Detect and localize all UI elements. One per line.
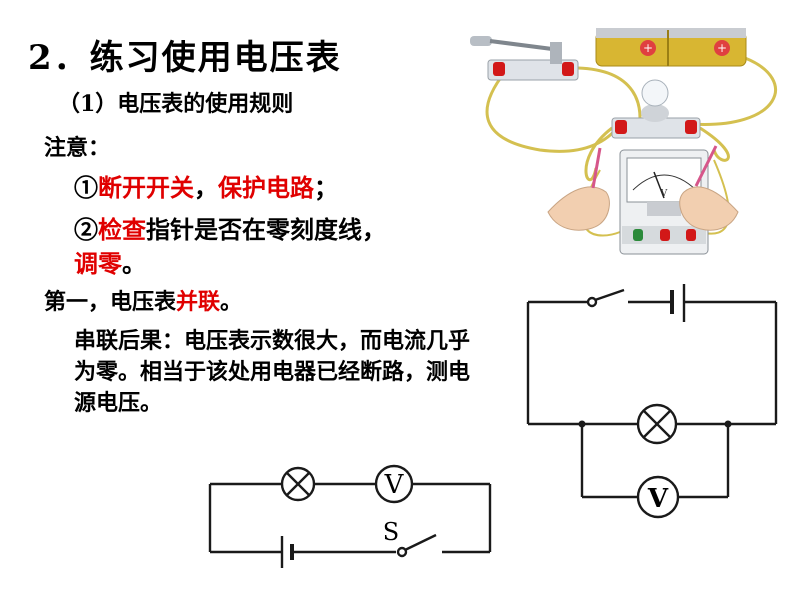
rule-1-end: ； — [314, 173, 338, 202]
first-rule-label: 第一，电压表 — [44, 289, 177, 315]
section-subtitle: （1）电压表的使用规则 — [58, 91, 294, 117]
rule-2-text: 指针是否在零刻度线， — [146, 215, 386, 244]
rule-1: ①断开开关，保护电路； — [74, 168, 338, 203]
voltmeter-device: V — [619, 149, 709, 255]
switch-blade — [404, 533, 437, 552]
parallel-circuit-diagram — [526, 284, 778, 519]
knife-switch — [470, 36, 579, 81]
switch-pivot — [396, 546, 408, 558]
junction-dot-left — [578, 420, 586, 428]
battery-pair: + + — [595, 28, 747, 67]
rule-2-number: ② — [74, 215, 98, 244]
svg-text:V: V — [660, 189, 668, 199]
note-label: 注意： — [44, 135, 111, 161]
junction-dot-right — [724, 420, 732, 428]
rule-1-emphasis-protect-circuit: 保护电路 — [218, 173, 314, 202]
left-switch-label: S — [383, 518, 399, 546]
switch-pivot — [586, 296, 598, 308]
left-voltmeter-label: V — [384, 470, 405, 500]
series-circuit-diagram — [208, 464, 492, 568]
page-title: 2．练习使用电压表 — [28, 38, 342, 78]
rule-2: ②检查指针是否在零刻度线， — [74, 210, 386, 245]
svg-text:+: + — [717, 41, 727, 55]
series-consequence-text: 串联后果：电压表示数很大，而电流几乎为零。相当于该处用电器已经断路，测电源电压。 — [74, 328, 471, 416]
svg-text:+: + — [643, 41, 653, 55]
switch-blade — [594, 288, 625, 302]
rule-1-number: ① — [74, 173, 98, 202]
first-rule-emphasis-parallel: 并联 — [176, 289, 221, 315]
rule-2-emphasis-zero: 调零 — [74, 249, 122, 278]
hands-with-probes — [547, 145, 739, 231]
rule-2-end: 。 — [122, 249, 146, 278]
right-voltmeter-label: V — [647, 484, 669, 514]
apparatus-photo: + + V — [470, 28, 777, 255]
bulb-holder — [611, 79, 701, 139]
first-rule-end: 。 — [220, 289, 243, 315]
rule-2-emphasis-check: 检查 — [98, 215, 146, 244]
rule-1-emphasis-open-switch: 断开开关 — [98, 173, 194, 202]
first-rule: 第一，电压表并联。 — [44, 284, 242, 316]
rule-1-separator: ， — [194, 173, 218, 202]
rule-2-continued: 调零。 — [74, 244, 146, 279]
